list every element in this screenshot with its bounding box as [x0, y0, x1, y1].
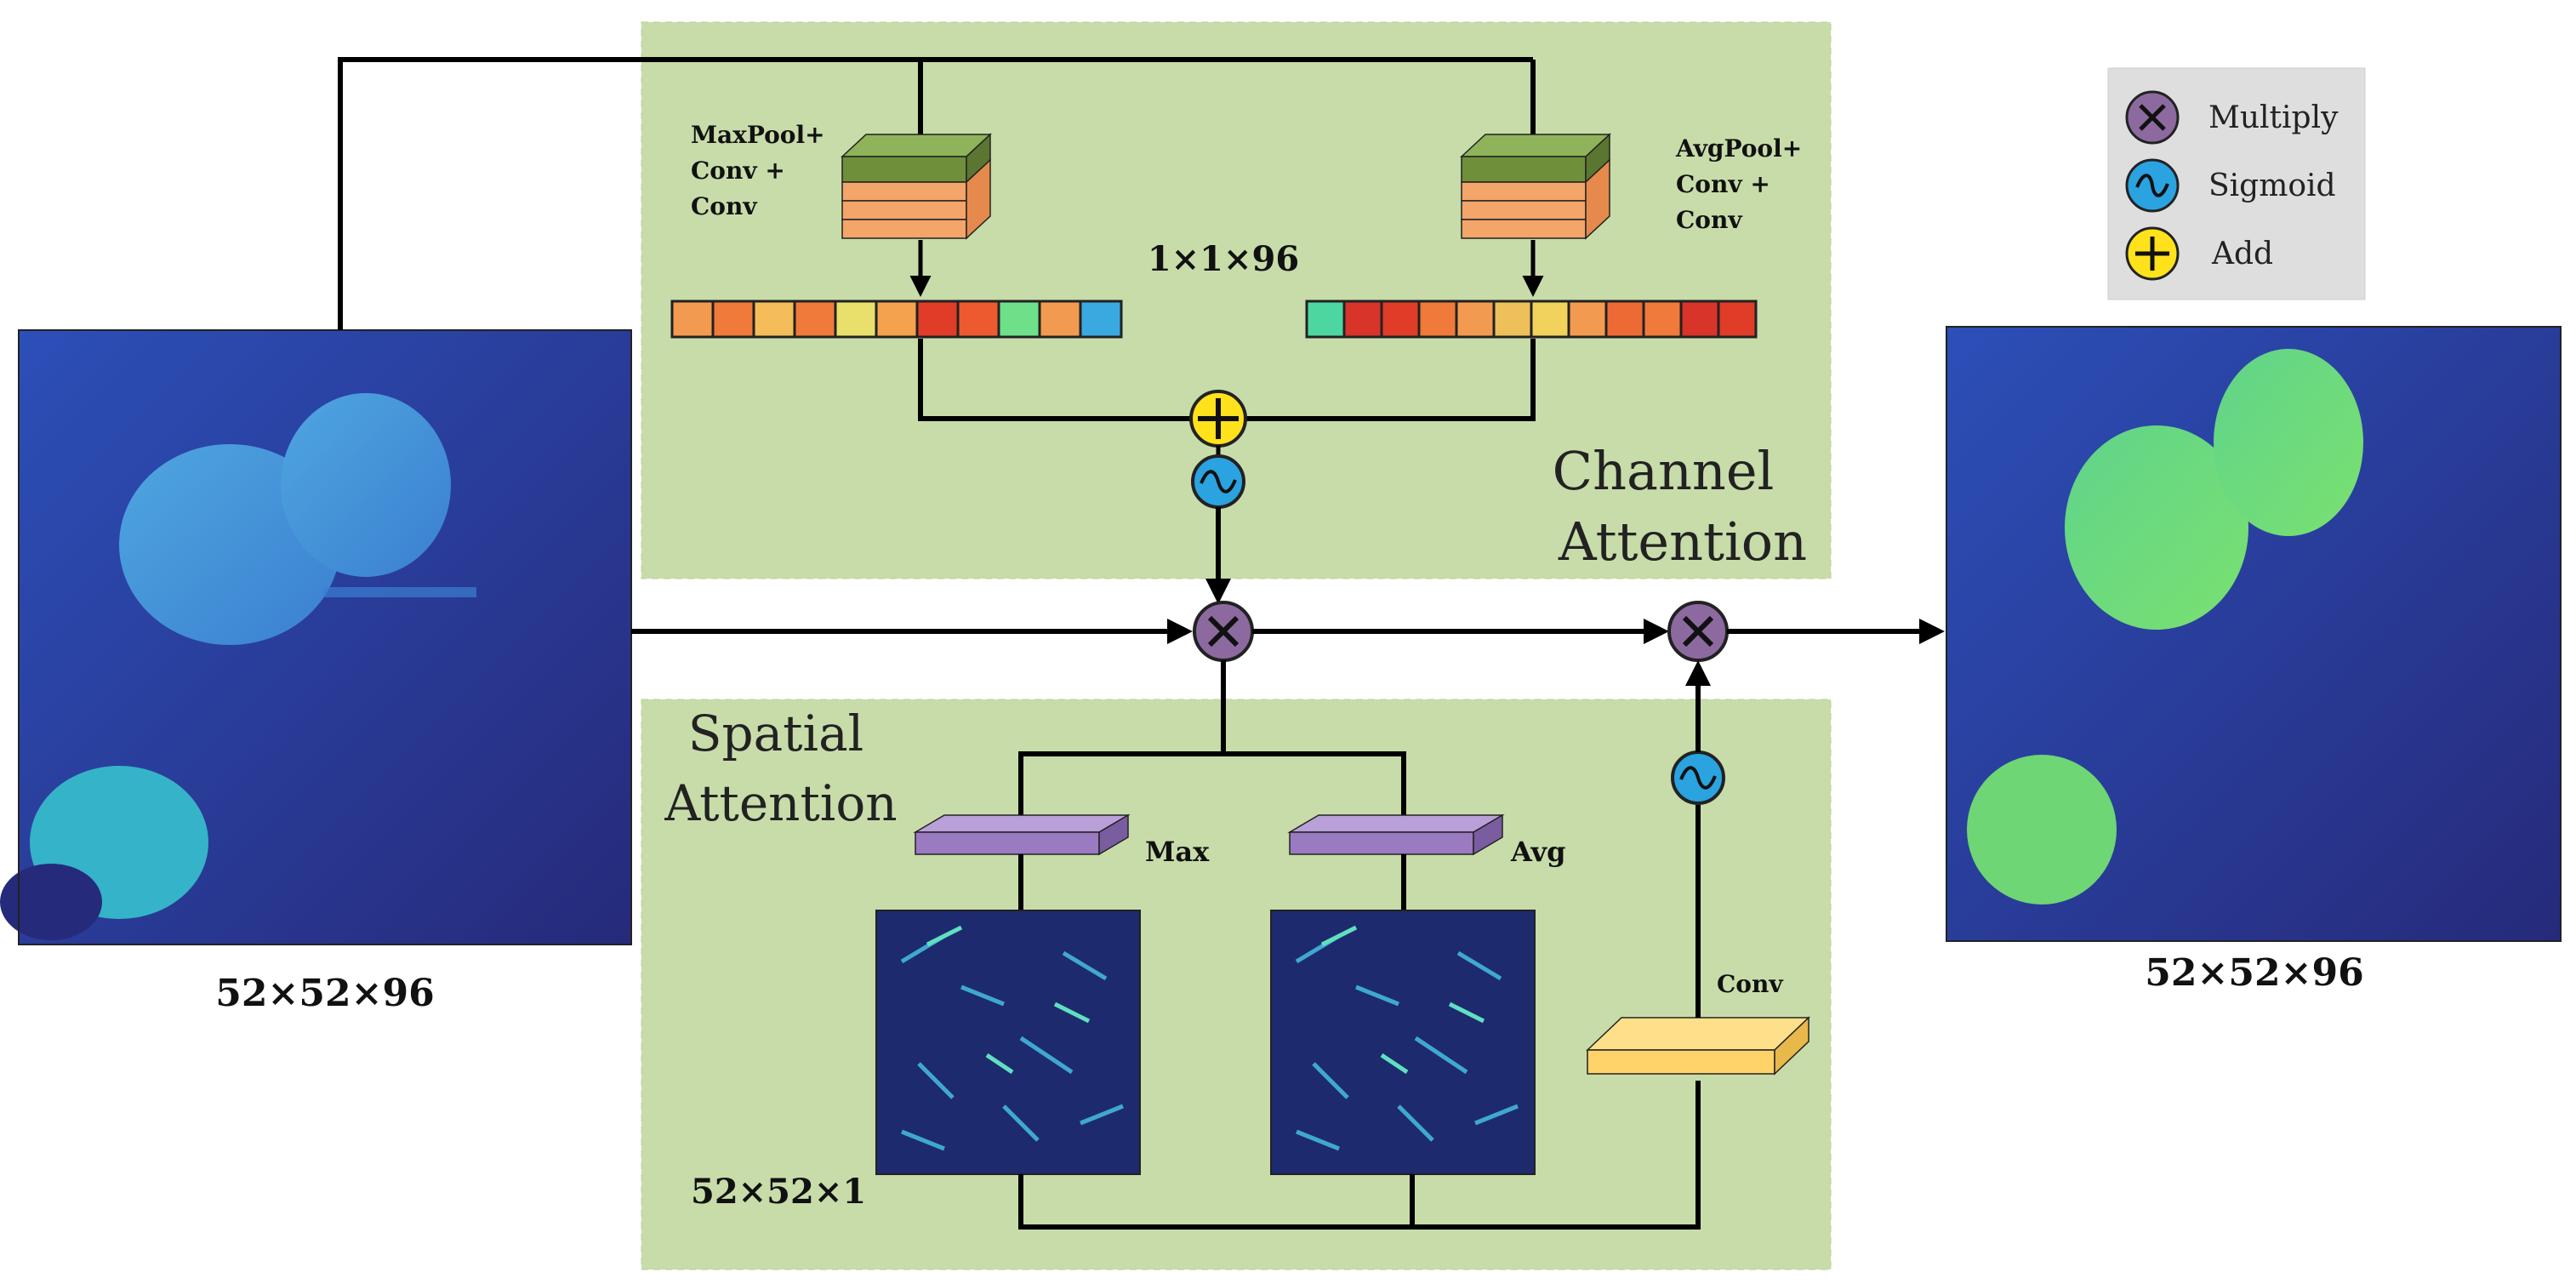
legend-multiply: Multiply [2125, 90, 2339, 145]
input-feature-map [0, 329, 632, 945]
channel-sigmoid-node [1191, 454, 1245, 509]
spatial-attention-title-2: Attention [664, 774, 897, 832]
legend-sigmoid-label: Sigmoid [2208, 168, 2336, 203]
spatial-max-pool-slab [913, 813, 1131, 856]
spatial-multiply-node [1667, 601, 1729, 662]
max-vector-cell [711, 300, 755, 339]
add-node [1189, 390, 1247, 448]
max-vector-cell [997, 300, 1041, 339]
avg-vector-cell [1604, 300, 1645, 339]
maxpool-label-1: MaxPool+ [691, 121, 825, 149]
max-vector-cell [834, 300, 878, 339]
max-vector-cell [752, 300, 796, 339]
channel-attention-title-2: Attention [1558, 511, 1807, 573]
avg-vector-cell [1492, 300, 1533, 339]
spatial-map-size: 52×52×1 [691, 1172, 866, 1212]
input-to-channel-line [338, 57, 1533, 330]
maps-to-conv-line [1018, 1081, 1701, 1230]
avg-vector-cell [1642, 300, 1683, 339]
max-vector-cell [793, 300, 837, 339]
spatial-avg-pool-slab [1287, 813, 1505, 856]
legend-multiply-label: Multiply [2208, 100, 2339, 135]
avg-vector-cell [1305, 300, 1346, 339]
output-size-label: 52×52×96 [2145, 951, 2363, 995]
avg-vector-cell [1717, 300, 1758, 339]
avg-vector-cell [1567, 300, 1608, 339]
avgpool-label-2: Conv + [1676, 170, 1770, 198]
max-vector-cell [1079, 300, 1123, 339]
channel-multiply-node [1193, 601, 1254, 662]
spatial-conv-slab [1586, 1016, 1810, 1076]
legend-add-label: Add [2211, 237, 2273, 271]
avg-vector-cell [1679, 300, 1720, 339]
output-feature-map [1946, 326, 2562, 942]
avg-vector-cell [1342, 300, 1383, 339]
avgpool-label-3: Conv [1676, 206, 1742, 234]
input-size-label: 52×52×96 [215, 972, 434, 1015]
spatial-conv-label: Conv [1717, 970, 1783, 998]
legend-add: Add [2125, 226, 2273, 281]
spatial-attention-title-1: Spatial [688, 705, 863, 762]
avg-vector-cell [1455, 300, 1496, 339]
max-vector-to-add [918, 339, 1191, 421]
spatial-avg-label: Avg [1510, 836, 1566, 868]
max-vector-cell [915, 300, 960, 339]
spatial-attention-panel [641, 699, 1832, 1270]
legend-sigmoid: Sigmoid [2125, 158, 2336, 213]
avg-vector-cell [1380, 300, 1421, 339]
spatial-sigmoid-node [1671, 750, 1725, 805]
avgpool-label-1: AvgPool+ [1675, 134, 1802, 163]
max-vector-cell [670, 300, 715, 339]
avg-vector-cell [1417, 300, 1458, 339]
spatial-split-line [1018, 751, 1406, 817]
maxpool-label-2: Conv + [691, 157, 785, 185]
max-channel-vector [670, 300, 1123, 339]
avg-vector-to-add [1245, 339, 1536, 421]
spatial-max-label: Max [1145, 836, 1210, 868]
avg-spatial-map [1270, 910, 1536, 1175]
avg-channel-vector [1305, 300, 1758, 339]
maxpool-conv-block [841, 133, 992, 240]
max-vector-cell [956, 300, 1000, 339]
max-vector-cell [1038, 300, 1082, 339]
channel-attention-title-1: Channel [1553, 440, 1775, 502]
channel-vector-size: 1×1×96 [1148, 239, 1299, 279]
avg-vector-cell [1530, 300, 1570, 339]
legend: Multiply Sigmoid Add [2107, 67, 2366, 300]
max-spatial-map [875, 910, 1141, 1175]
max-vector-cell [875, 300, 919, 339]
maxpool-label-3: Conv [691, 192, 757, 220]
avgpool-conv-block [1460, 133, 1611, 240]
